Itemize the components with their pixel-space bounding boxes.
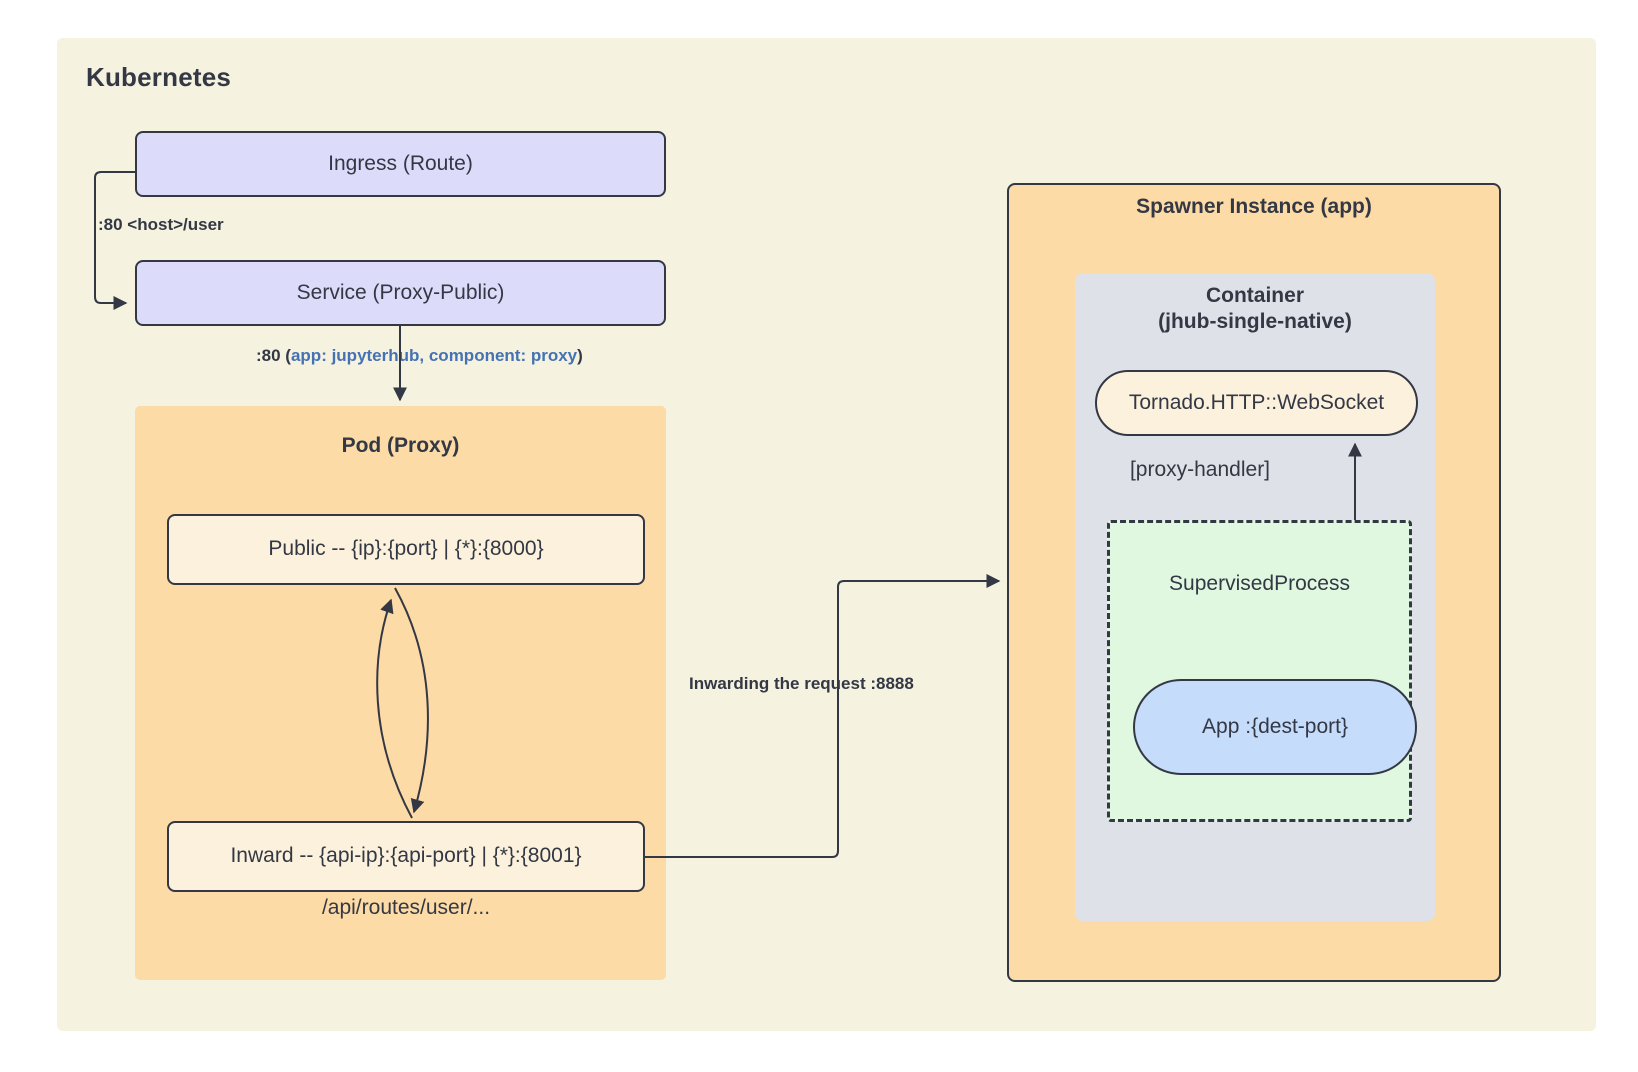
- region-container-title-line2: (jhub-single-native): [1158, 310, 1352, 334]
- region-pod-proxy: [135, 406, 666, 980]
- region-container-title: Container (jhub-single-native): [1075, 283, 1435, 336]
- region-supervised-process: [1107, 520, 1412, 822]
- label-api-routes: /api/routes/user/...: [321, 896, 491, 919]
- edge-label-ingress-to-service: :80 <host>/user: [98, 215, 224, 234]
- node-app-dest-port[interactable]: App :{dest-port}: [1133, 679, 1417, 775]
- region-supervised-process-title: SupervisedProcess: [1169, 572, 1350, 595]
- edge-label-accent: app: jupyterhub, component: proxy: [290, 346, 578, 365]
- edge-label-suffix: ): [577, 346, 583, 365]
- node-tornado-websocket[interactable]: Tornado.HTTP::WebSocket: [1095, 370, 1418, 436]
- region-container-title-line1: Container: [1205, 284, 1304, 307]
- node-public-listener[interactable]: Public -- {ip}:{port} | {*}:{8000}: [167, 514, 645, 585]
- region-kubernetes-title: Kubernetes: [86, 62, 232, 92]
- edge-label-prefix: :80 (: [256, 346, 291, 365]
- node-service-proxy-public[interactable]: Service (Proxy-Public): [135, 260, 666, 326]
- edge-label-service-to-pod: :80 (app: jupyterhub, component: proxy): [256, 346, 583, 366]
- node-ingress[interactable]: Ingress (Route): [135, 131, 666, 197]
- edge-label-inwarding-request: Inwarding the request :8888: [689, 674, 914, 693]
- node-inward-listener[interactable]: Inward -- {api-ip}:{api-port} | {*}:{800…: [167, 821, 645, 892]
- region-pod-proxy-title: Pod (Proxy): [341, 434, 460, 457]
- region-spawner-instance-title: Spawner Instance (app): [1136, 195, 1372, 218]
- edge-label-proxy-handler: [proxy-handler]: [1129, 458, 1271, 481]
